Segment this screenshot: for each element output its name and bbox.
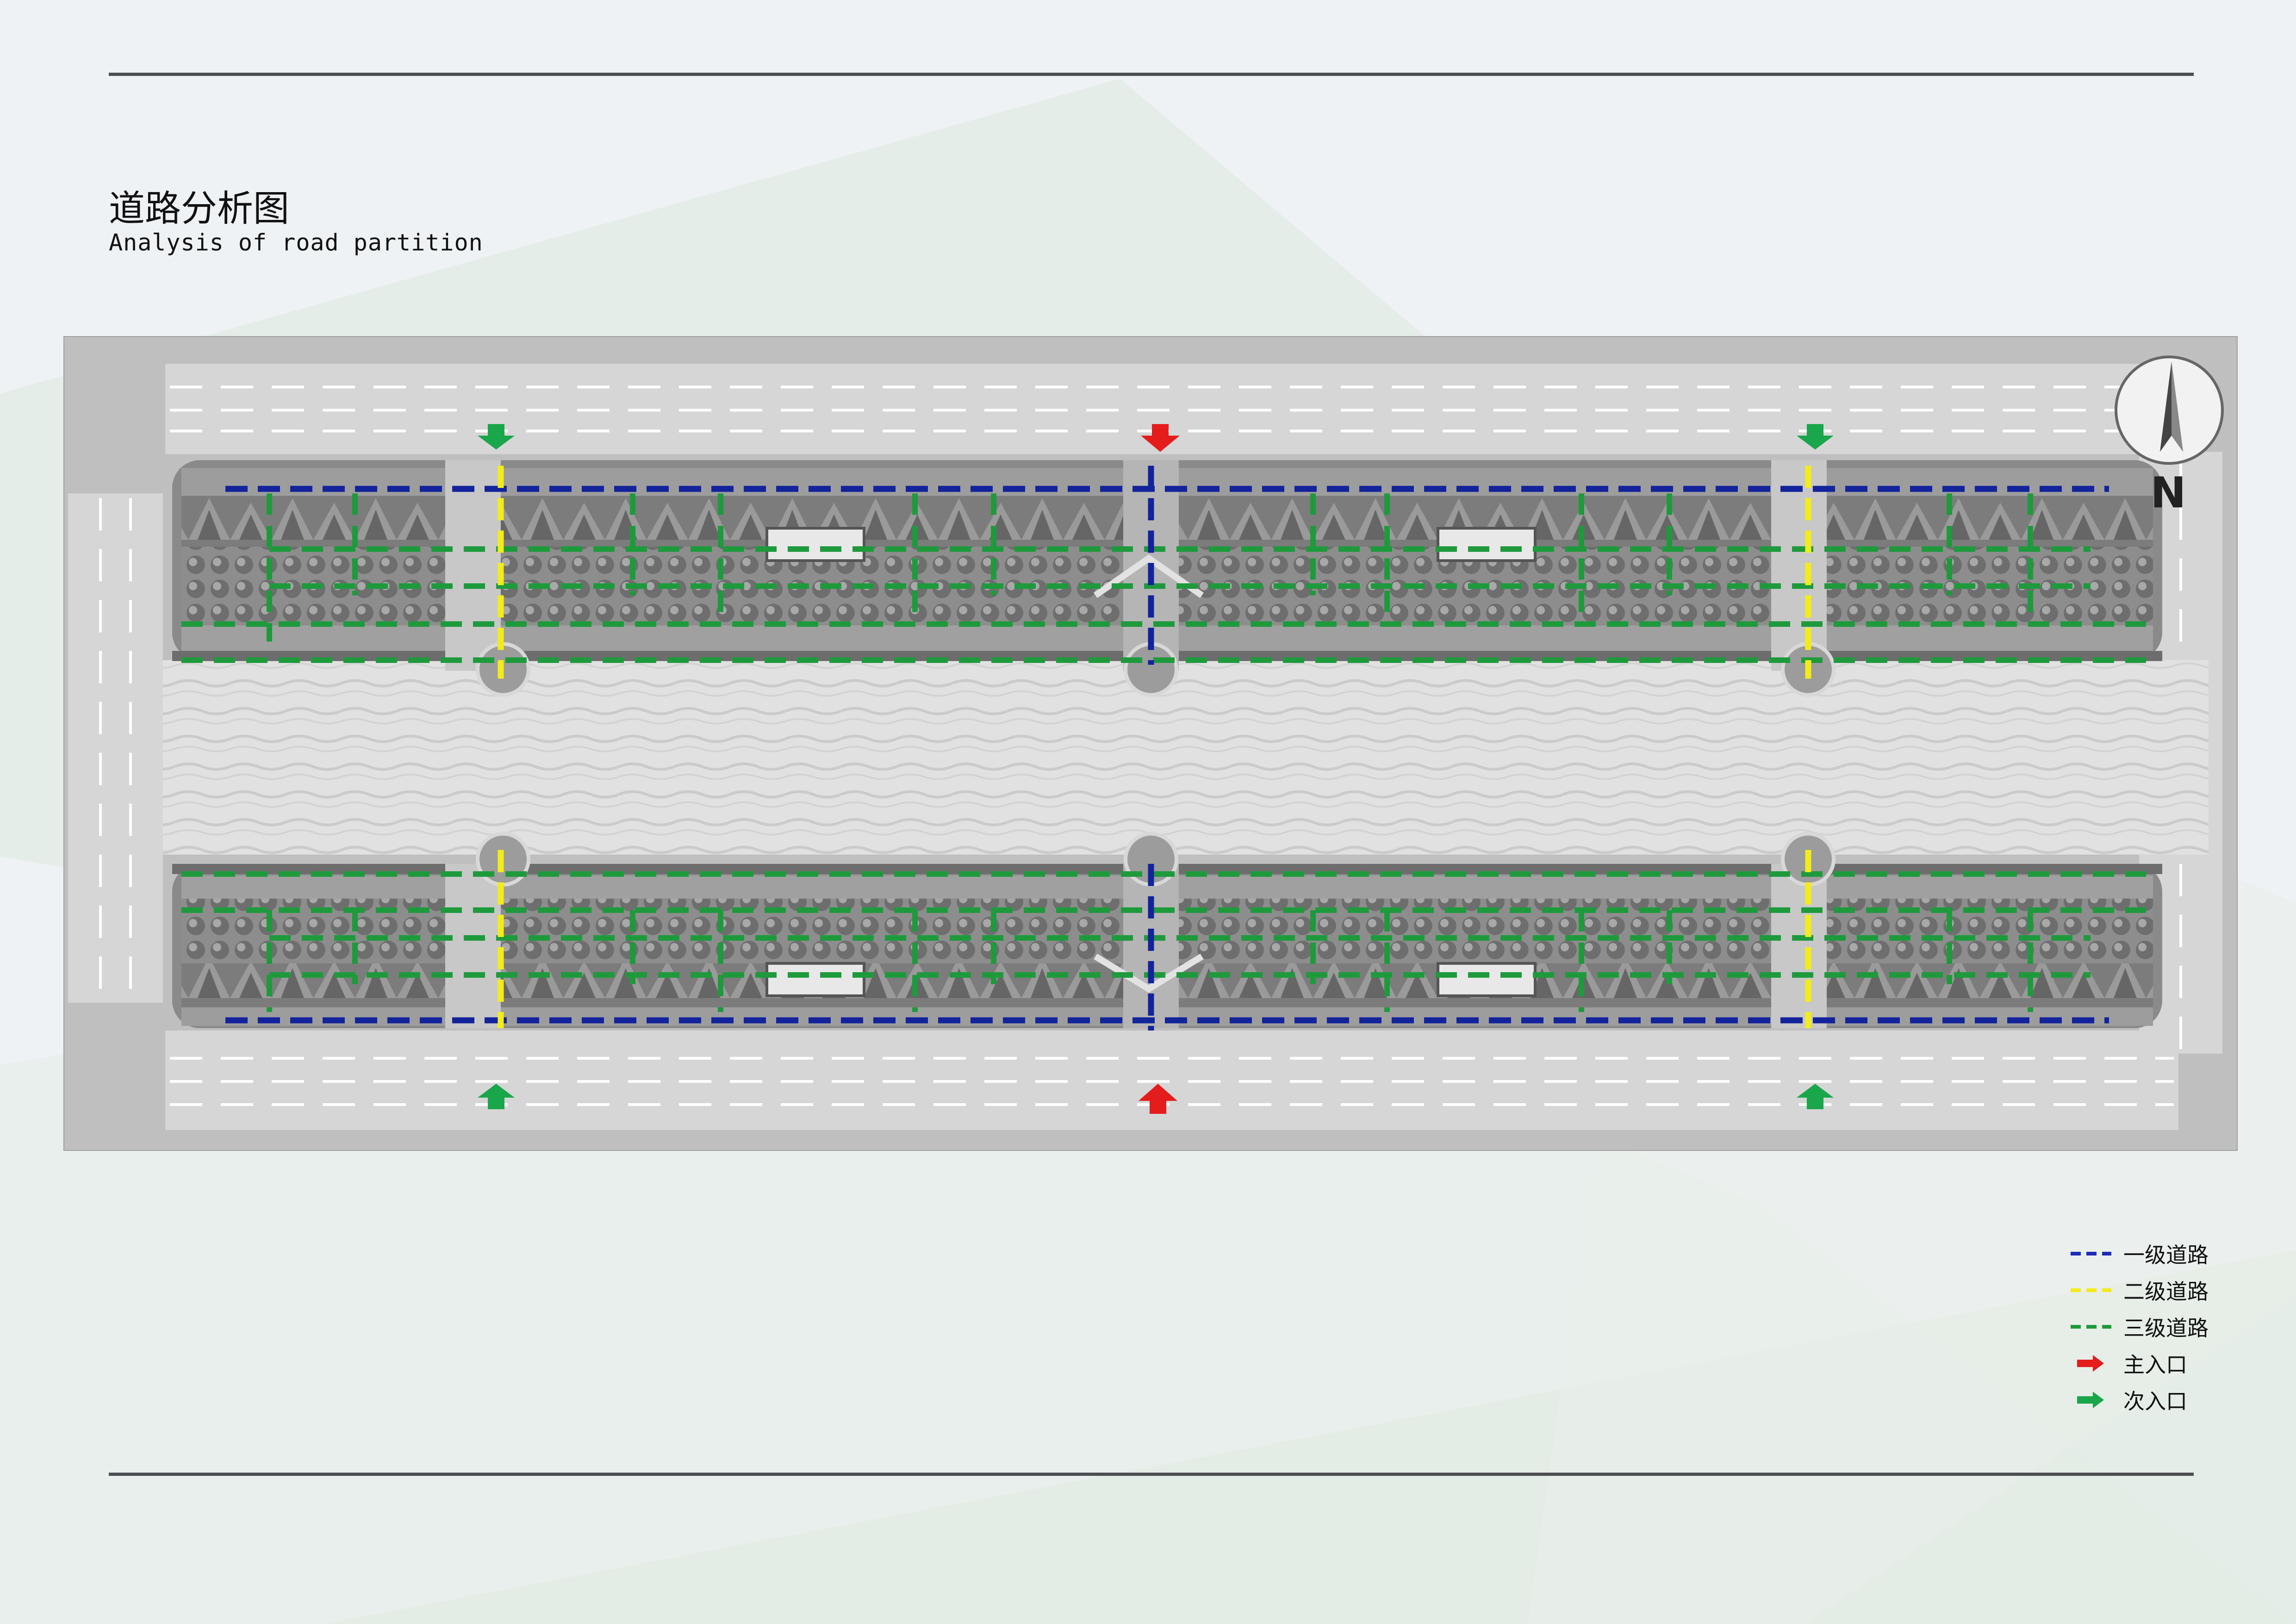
legend-label: 一级道路 (2123, 1242, 2209, 1268)
arrow-right-icon (2077, 1391, 2104, 1408)
legend-label: 次入口 (2123, 1388, 2187, 1414)
page-title: 道路分析图 (109, 188, 290, 230)
north-label: N (2151, 468, 2186, 518)
legend-label: 二级道路 (2123, 1279, 2209, 1304)
legend-label: 三级道路 (2123, 1315, 2209, 1341)
legend-item-secondary-entrance: 次入口 (2069, 1381, 2263, 1418)
legend-item-main-entrance: 主入口 (2069, 1345, 2263, 1381)
road-plan: N (63, 336, 2238, 1151)
top-rule (109, 73, 2194, 76)
legend-item-tertiary-road: 三级道路 (2069, 1308, 2263, 1345)
page-subtitle: Analysis of road partition (109, 229, 483, 256)
legend-item-primary-road: 一级道路 (2069, 1235, 2263, 1272)
legend-label: 主入口 (2123, 1352, 2187, 1377)
legend: 一级道路 二级道路 三级道路 主入口 次入口 (2069, 1235, 2263, 1418)
dash-line-icon (2071, 1251, 2111, 1255)
legend-item-secondary-road: 二级道路 (2069, 1272, 2263, 1308)
compass-icon (2115, 356, 2224, 465)
dash-line-icon (2071, 1288, 2111, 1292)
dash-line-icon (2071, 1324, 2111, 1329)
arrow-right-icon (2077, 1355, 2104, 1372)
bottom-rule (109, 1473, 2194, 1476)
